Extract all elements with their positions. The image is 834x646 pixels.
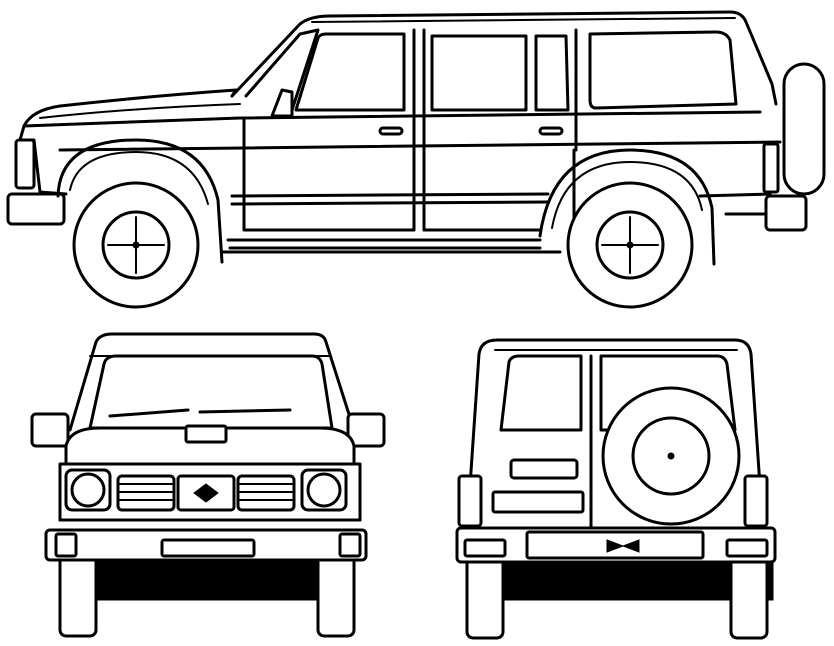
side-front-wheel xyxy=(74,183,198,307)
front-right-tire xyxy=(318,550,354,636)
side-b-pillar xyxy=(414,30,424,230)
side-front-door xyxy=(244,118,540,230)
front-view xyxy=(0,320,417,646)
front-right-mirror xyxy=(348,414,384,446)
side-rear-wheel-arch xyxy=(540,150,714,264)
front-grille xyxy=(118,476,294,510)
front-left-headlight xyxy=(66,470,110,510)
side-door-handle-front xyxy=(380,128,402,134)
side-rub-strip xyxy=(232,194,548,204)
side-hood xyxy=(20,90,236,140)
rear-right-tail-light xyxy=(745,476,767,526)
side-rear-bumper xyxy=(766,196,806,230)
front-left-tire xyxy=(60,550,96,636)
side-window-front xyxy=(296,34,404,110)
side-rear-wheel-arch-inner xyxy=(552,162,702,228)
side-front-body xyxy=(20,112,760,194)
front-license-plate xyxy=(162,540,254,556)
rear-right-reflector xyxy=(727,540,767,556)
front-underbody xyxy=(90,560,352,600)
side-windshield xyxy=(246,30,318,110)
front-wipers xyxy=(110,410,290,416)
rear-left-tire xyxy=(467,552,503,638)
rear-spare-tire xyxy=(603,388,739,524)
side-door-handle-rear xyxy=(540,128,562,134)
side-mirror xyxy=(272,90,292,116)
front-left-mirror xyxy=(32,414,68,446)
side-tail-light xyxy=(764,144,778,192)
side-window-quarter xyxy=(536,36,568,110)
front-tow-left xyxy=(56,534,76,556)
side-front-bumper xyxy=(8,194,64,224)
rear-tow-hitch xyxy=(607,540,639,552)
side-hood-line xyxy=(40,104,240,118)
side-front-wheel-arch xyxy=(58,140,222,262)
side-roof-rail xyxy=(312,18,735,22)
side-view xyxy=(0,0,834,320)
side-window-rear-door xyxy=(432,36,526,110)
rear-left-tail-light xyxy=(459,476,481,526)
front-windshield xyxy=(90,356,332,428)
rear-license-recess xyxy=(493,492,583,512)
rear-view xyxy=(417,320,834,646)
front-right-headlight xyxy=(302,470,346,510)
side-rear-wheel xyxy=(568,183,692,307)
front-cab xyxy=(70,334,354,430)
front-tow-right xyxy=(340,534,360,556)
side-window-cargo xyxy=(590,32,736,108)
side-sill xyxy=(228,240,540,248)
rear-right-tire xyxy=(731,552,767,638)
side-headlight xyxy=(16,140,34,188)
front-badge xyxy=(194,484,218,502)
front-hood-scoop xyxy=(186,426,226,442)
side-roofline xyxy=(232,12,776,104)
side-front-wheel-arch-inner xyxy=(70,152,208,204)
rear-left-reflector xyxy=(465,540,505,556)
front-hood xyxy=(66,428,354,464)
rear-window-left xyxy=(501,356,581,430)
rear-door-handle xyxy=(511,460,577,478)
side-spare-tire xyxy=(784,64,824,194)
